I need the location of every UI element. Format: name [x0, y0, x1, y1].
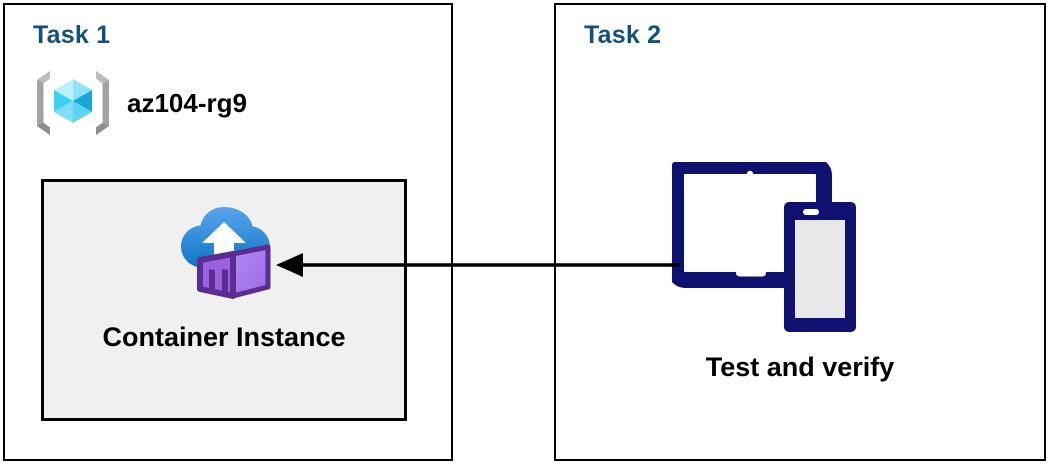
tablet-and-phone-icon — [672, 162, 856, 332]
flow-arrow — [276, 253, 680, 277]
resource-group-label: az104-rg9 — [127, 87, 247, 118]
test-and-verify-label: Test and verify — [705, 352, 895, 382]
task1-title: Task 1 — [33, 21, 111, 49]
azure-container-instance-icon — [181, 207, 271, 299]
task2-title: Task 2 — [584, 21, 662, 49]
task1-panel: Task 1 — [3, 3, 453, 461]
container-instance-box: Container Instance — [41, 179, 407, 421]
container-instance-label: Container Instance — [102, 322, 346, 352]
resource-group-row: az104-rg9 — [33, 67, 247, 139]
azure-resource-group-icon — [37, 71, 109, 135]
